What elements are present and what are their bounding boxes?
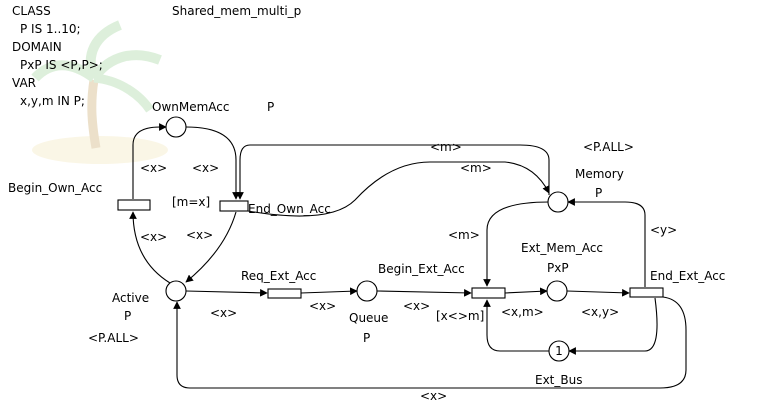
arc-extmem-to-end-ext xyxy=(566,288,630,297)
declaration-line: P IS 1..10; xyxy=(20,22,81,36)
arc-label: <m> xyxy=(448,228,480,242)
label-end-ext-acc: End_Ext_Acc xyxy=(650,269,725,283)
arc-ownmem-to-end-own xyxy=(185,126,240,200)
arc-label: <x> xyxy=(140,230,167,244)
arc-begin-ext-to-extmem xyxy=(504,287,548,296)
arc-active-to-req xyxy=(185,288,268,297)
arc-end-ext-to-extbus xyxy=(568,297,658,355)
declaration-line: x,y,m IN P; xyxy=(20,94,85,108)
declarations-block: CLASS P IS 1..10; DOMAIN PxP IS <P,P>; V… xyxy=(12,4,103,108)
palm-tree-watermark xyxy=(31,20,168,164)
label-ownmemacc: OwnMemAcc xyxy=(152,100,229,114)
arc-end-own-to-memory xyxy=(247,161,550,217)
label-begin-own-acc: Begin_Own_Acc xyxy=(8,181,102,195)
arc-label: <x> xyxy=(186,228,213,242)
arc-label: <x,y> xyxy=(581,305,619,319)
domain-memory: P xyxy=(595,186,602,200)
declaration-line: VAR xyxy=(12,76,36,90)
domain-active: P xyxy=(124,309,131,323)
marking-active: <P.ALL> xyxy=(88,331,139,345)
arc-queue-to-begin-ext xyxy=(376,289,472,297)
arc-label: <x,m> xyxy=(501,305,544,319)
label-queue: Queue xyxy=(349,311,388,325)
place-memory xyxy=(547,191,569,213)
declaration-line: PxP IS <P,P>; xyxy=(20,58,103,72)
transition-begin-own-acc xyxy=(117,199,151,211)
declaration-line: DOMAIN xyxy=(12,40,62,54)
arcs xyxy=(129,123,687,389)
guard-end-own-acc: [m=x] xyxy=(172,195,210,209)
label-ext-bus: Ext_Bus xyxy=(535,373,582,387)
transitions xyxy=(117,199,664,299)
arc-label: <x> xyxy=(309,299,336,313)
arc-extbus-to-begin-ext xyxy=(483,299,549,352)
arc-end-own-to-active xyxy=(185,211,237,283)
transition-req-ext-acc xyxy=(267,288,302,299)
guard-begin-ext-acc: [x<>m] xyxy=(436,309,484,323)
arc-label: <x> xyxy=(192,161,219,175)
place-active xyxy=(165,280,187,302)
arc-memory-to-begin-ext xyxy=(483,201,550,287)
domain-ext-mem-acc: PxP xyxy=(547,261,569,275)
transition-begin-ext-acc xyxy=(471,287,506,299)
arc-memory-to-end-own xyxy=(236,144,550,200)
place-ext-mem-acc xyxy=(546,280,568,302)
place-ext-bus xyxy=(548,340,570,362)
arc-label: <y> xyxy=(650,223,677,237)
marking-memory: <P.ALL> xyxy=(583,140,634,154)
arc-label: <m> xyxy=(430,140,462,154)
diagram-title: Shared_mem_multi_p xyxy=(172,4,301,18)
label-memory: Memory xyxy=(575,167,624,181)
place-ownmemacc xyxy=(165,116,187,138)
arc-req-to-queue xyxy=(300,287,358,296)
label-begin-ext-acc: Begin_Ext_Acc xyxy=(378,262,465,276)
transition-end-ext-acc xyxy=(629,287,664,298)
label-ext-mem-acc: Ext_Mem_Acc xyxy=(521,241,603,255)
arc-label: <m> xyxy=(460,161,492,175)
arc-label: <x> xyxy=(403,299,430,313)
domain-queue: P xyxy=(363,331,370,345)
label-req-ext-acc: Req_Ext_Acc xyxy=(241,269,316,283)
declaration-line: CLASS xyxy=(12,4,51,18)
place-ext-bus-marking: 1 xyxy=(555,344,563,358)
transition-end-own-acc xyxy=(219,200,249,212)
arc-begin-own-to-ownmem xyxy=(132,123,167,199)
arc-label: <x> xyxy=(420,389,447,403)
arc-end-ext-to-active xyxy=(173,296,687,389)
places: 1 xyxy=(165,116,570,362)
label-active: Active xyxy=(112,291,149,305)
label-end-own-acc: End_Own_Acc xyxy=(248,202,331,216)
place-queue xyxy=(356,280,378,302)
arc-active-to-begin-own xyxy=(129,211,171,284)
arc-label: <x> xyxy=(210,306,237,320)
domain-ownmemacc: P xyxy=(267,100,274,114)
arc-end-ext-to-memory xyxy=(567,198,646,287)
arc-label: <x> xyxy=(140,161,167,175)
